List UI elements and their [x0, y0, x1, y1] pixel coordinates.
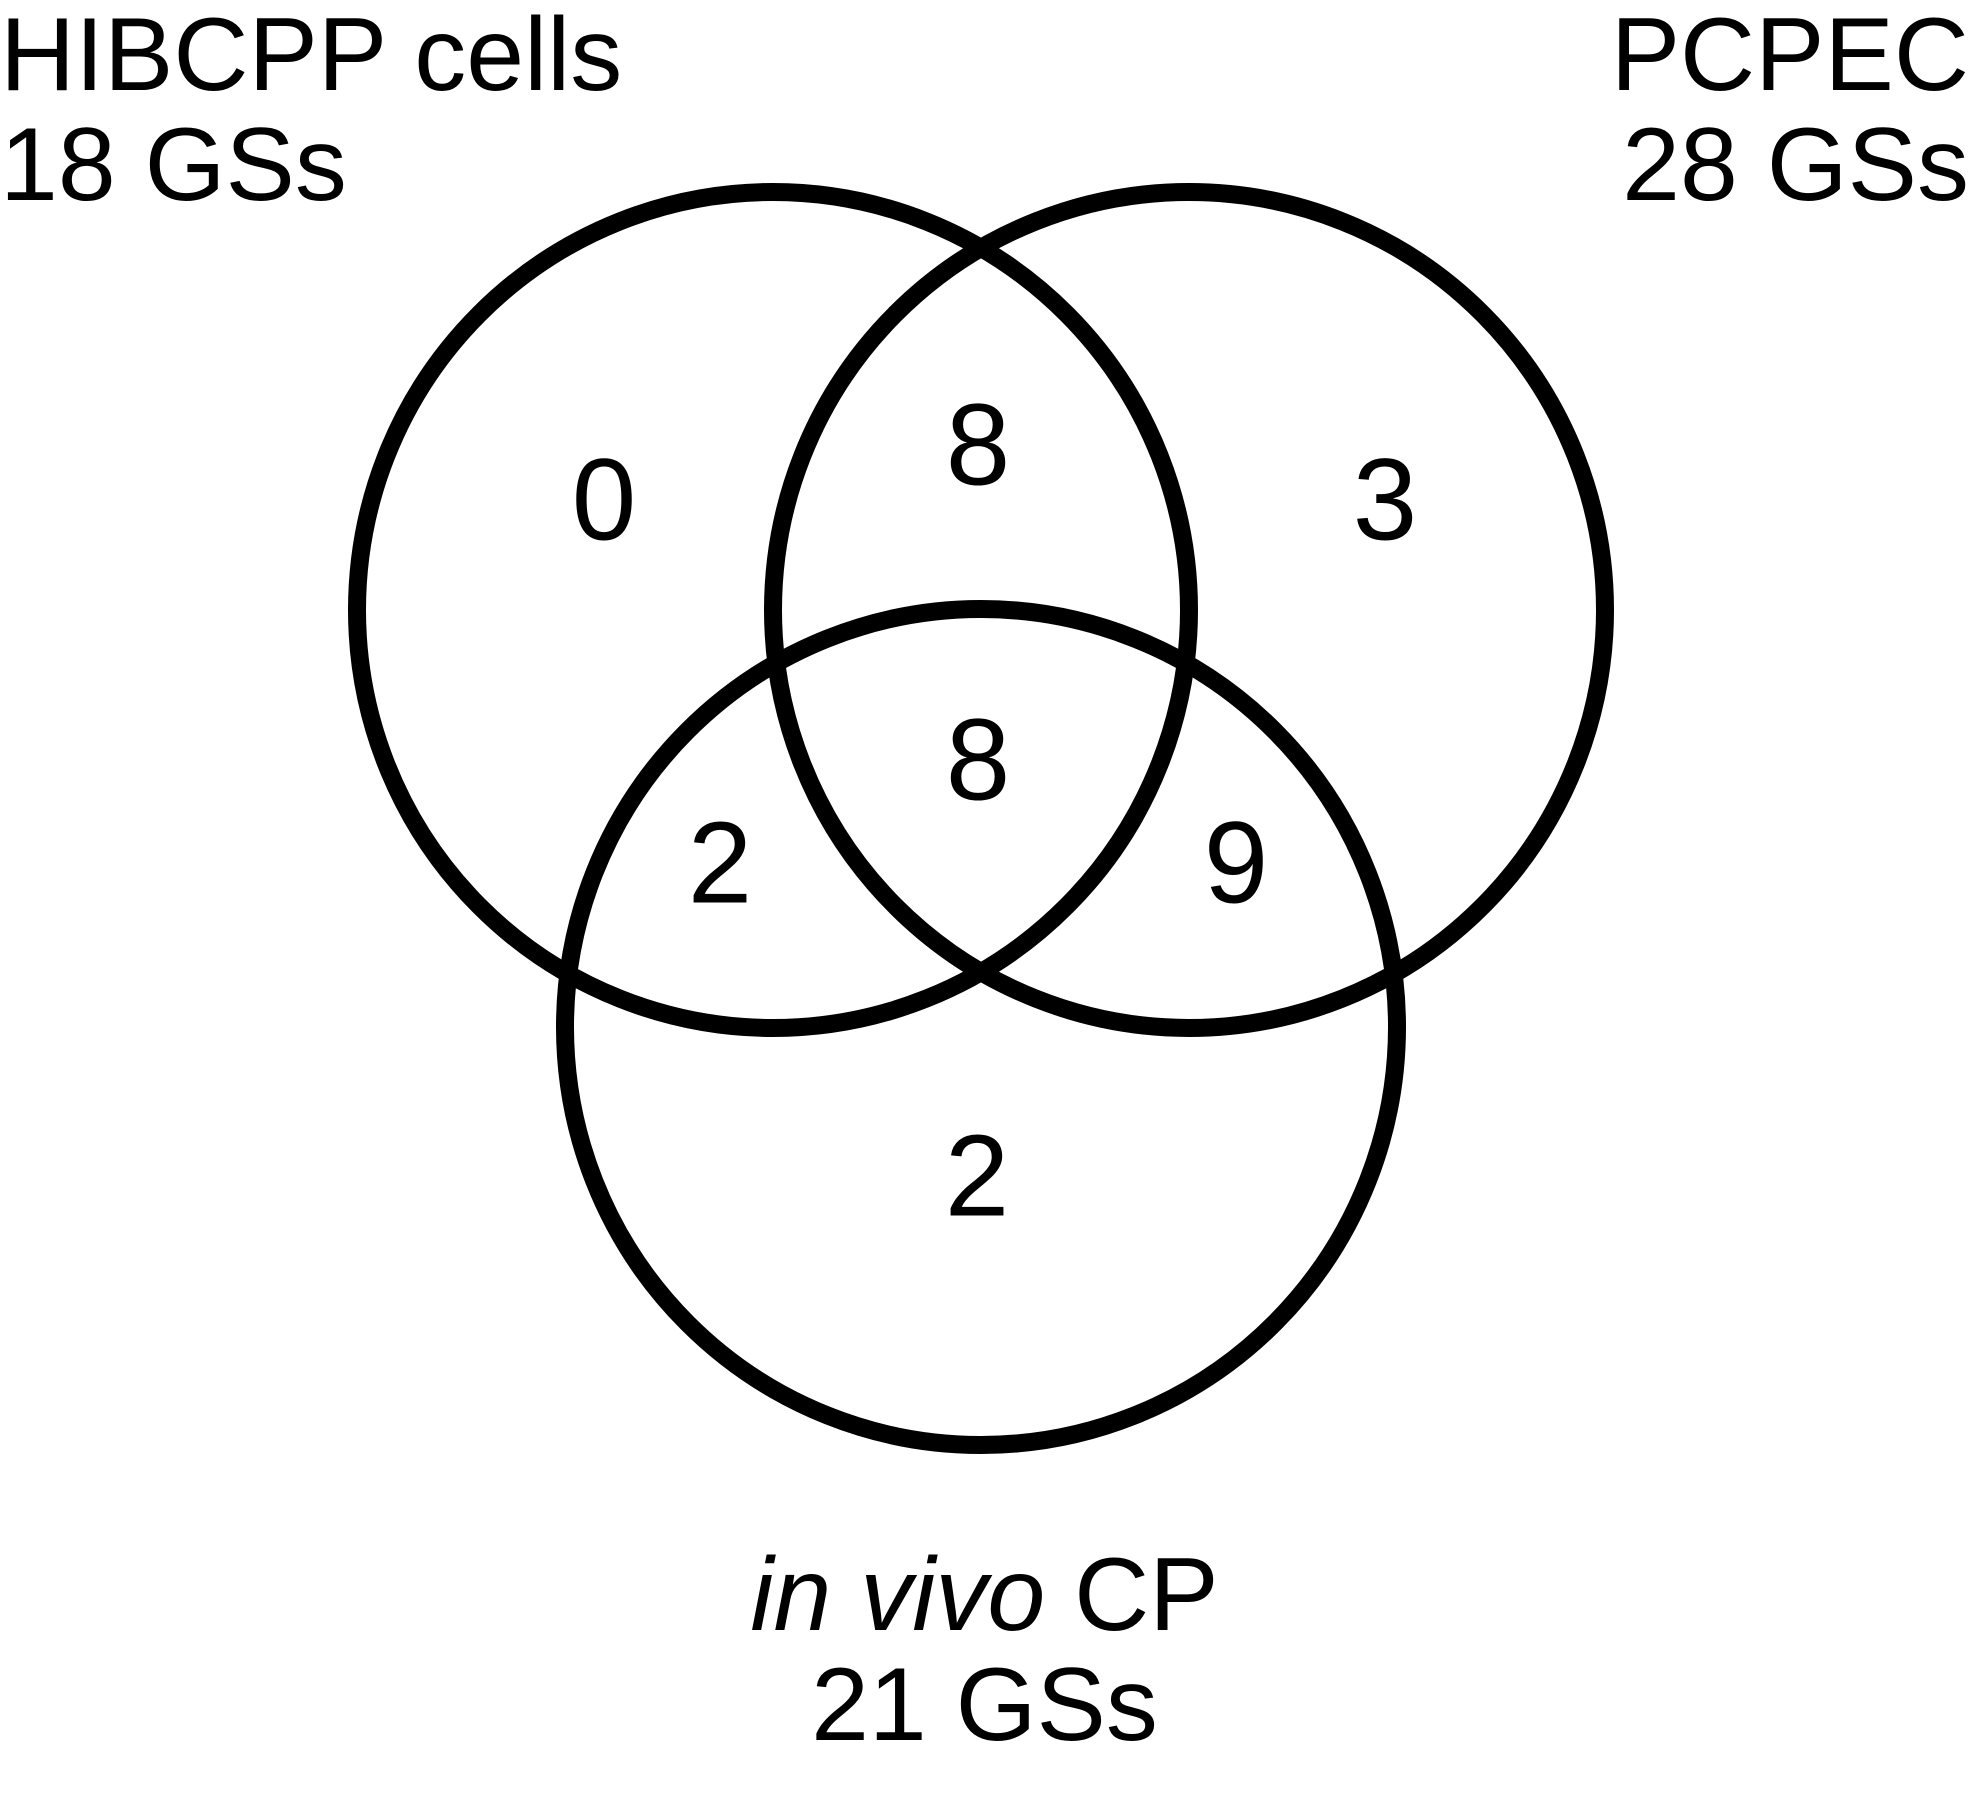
region-invivo-only: 2 [945, 1111, 1010, 1241]
circle-hibcpp [348, 183, 1198, 1037]
region-pcpec-invivo: 9 [1204, 798, 1269, 928]
set-label-hibcpp: HIBCPP cells 18 GSs [0, 0, 622, 220]
set-name-invivo-rest: CP [1074, 1537, 1219, 1653]
set-label-pcpec: PCPEC 28 GSs [1611, 0, 1969, 220]
circle-pcpec [764, 183, 1614, 1037]
set-name-pcpec: PCPEC [1610, 0, 1969, 113]
set-name-hibcpp: HIBCPP cells [0, 0, 623, 113]
set-name-invivo-italic: in vivo [750, 1537, 1046, 1653]
circle-invivo [556, 600, 1406, 1454]
region-all-three: 8 [946, 695, 1011, 825]
set-name-invivo: in vivo CP [0, 1540, 1969, 1650]
set-label-invivo: in vivo CP 21 GSs [0, 1540, 1969, 1760]
region-hibcpp-only: 0 [572, 435, 637, 565]
set-count-pcpec: 28 GSs [1622, 107, 1969, 223]
set-count-hibcpp: 18 GSs [0, 107, 347, 223]
set-count-invivo: 21 GSs [811, 1647, 1158, 1763]
region-hibcpp-pcpec: 8 [946, 380, 1011, 510]
region-pcpec-only: 3 [1353, 435, 1418, 565]
region-hibcpp-invivo: 2 [688, 798, 753, 928]
